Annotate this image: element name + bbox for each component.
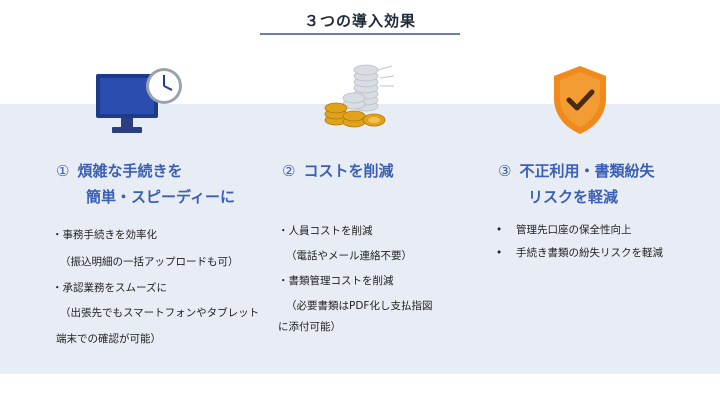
page-title: ３つの導入効果	[303, 12, 416, 30]
title-area: ３つの導入効果	[0, 0, 720, 40]
col3-bullet-1: 管理先口座の保全性向上	[496, 224, 632, 237]
col3-heading: ③ 不正利用・書類紛失 リスクを軽減	[498, 158, 718, 210]
col1-bullet-2: （振込明細の一括アップロードも可）	[60, 256, 239, 268]
monitor-clock-icon	[92, 64, 184, 140]
col1-heading-line2: 簡単・スピーディーに	[86, 188, 235, 206]
col3-bullet-2: 手続き書類の紛失リスクを軽減	[496, 247, 663, 260]
col3-number: ③	[498, 162, 512, 180]
col2-bullet-5: に添付可能）	[278, 321, 341, 333]
col1-heading-line1: 煩雑な手続きを	[77, 162, 183, 180]
col2-heading: ② コストを削減	[282, 158, 482, 184]
title-underline	[260, 33, 460, 35]
col2-bullet-3: ・書類管理コストを削減	[278, 275, 394, 287]
col3-heading-line1: 不正利用・書類紛失	[519, 162, 655, 180]
col1-number: ①	[56, 162, 70, 180]
col1-bullet-3: ・承認業務をスムーズに	[52, 282, 167, 294]
col2-bullet-1: ・人員コストを削減	[278, 225, 373, 237]
col1-bullet-4: （出張先でもスマートフォンやタブレット	[60, 307, 260, 319]
col2-bullet-4: （必要書類はPDF化し支払指図	[286, 300, 433, 312]
col2-number: ②	[282, 162, 296, 180]
col2-heading-line1: コストを削減	[303, 162, 394, 180]
col1-bullet-1: ・事務手続きを効率化	[52, 229, 157, 241]
coins-icon	[318, 60, 398, 140]
col2-bullet-2: （電話やメール連絡不要）	[286, 250, 412, 262]
content-panel	[0, 104, 720, 374]
shield-check-icon	[550, 64, 610, 136]
col3-heading-line2: リスクを軽減	[528, 188, 619, 206]
col1-heading: ① 煩雑な手続きを 簡単・スピーディーに	[56, 158, 276, 210]
col1-bullet-5: 端末での確認が可能）	[56, 333, 161, 345]
